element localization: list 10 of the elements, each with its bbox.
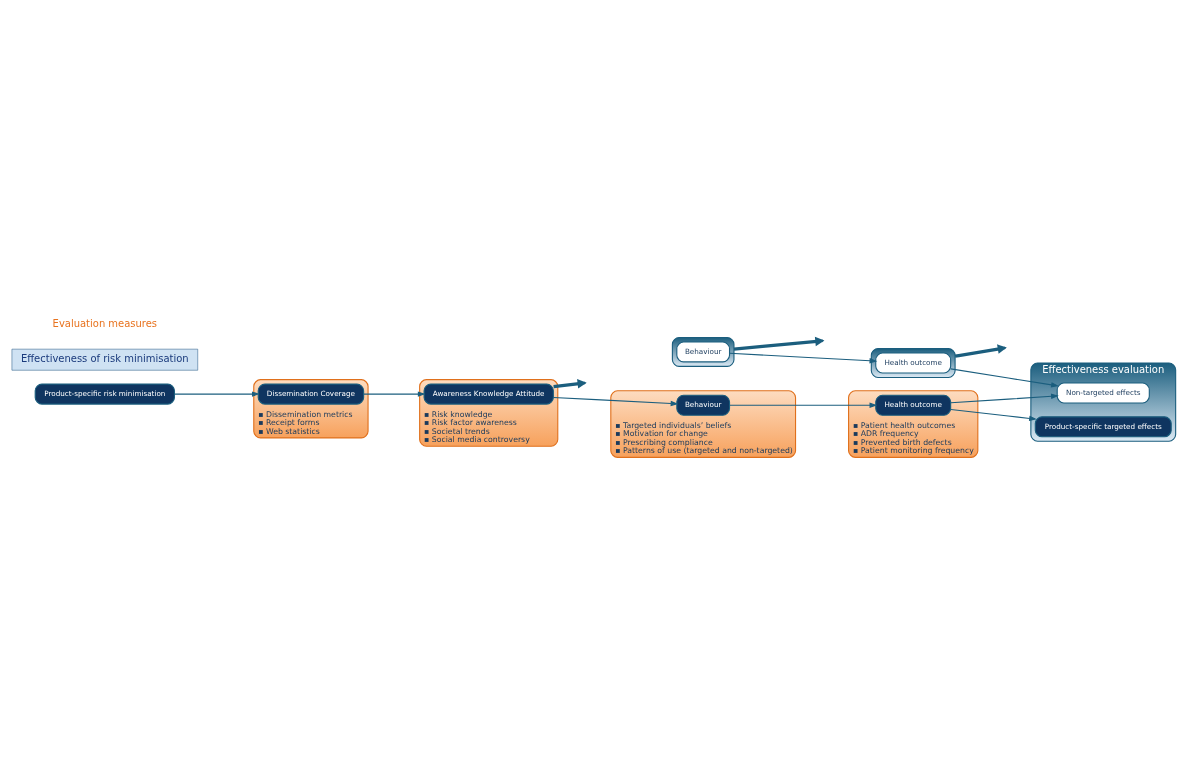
arrow [950,408,1037,422]
node-box: Effectiveness of risk minimisation [11,348,199,371]
arrow [950,393,1059,404]
arrow [363,391,426,397]
arrow [552,396,679,407]
arrow [729,402,878,408]
arrow [173,391,260,397]
arrow [950,368,1059,388]
label: Evaluation measures [52,318,158,330]
arrow [729,352,878,364]
